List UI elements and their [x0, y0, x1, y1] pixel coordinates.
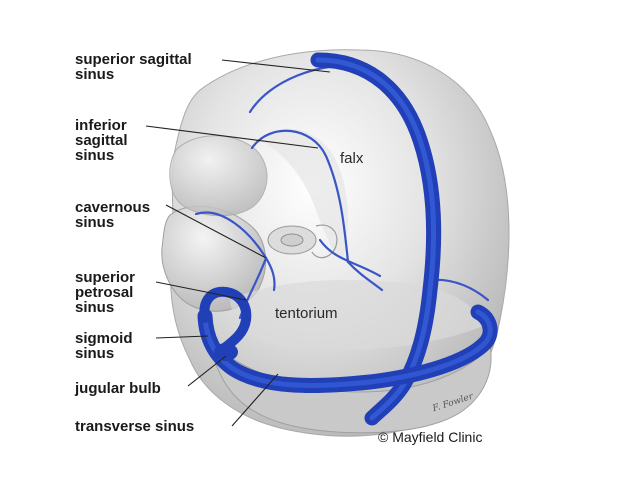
label-sigmoid-sinus: sigmoid sinus — [75, 330, 133, 362]
jugular-bulb — [214, 343, 238, 361]
sigmoid-sinus — [199, 286, 252, 355]
label-tentorium: tentorium — [275, 305, 338, 322]
label-superior-petrosal-sinus: superior petrosal sinus — [75, 269, 136, 316]
transverse-sinus-highlight — [202, 309, 493, 388]
superior-sagittal-sinus-highlight — [315, 57, 437, 421]
falx-membrane — [262, 128, 349, 262]
straight-vessel — [346, 260, 384, 292]
leader-lines — [145, 59, 331, 427]
leader-superior-petrosal — [155, 281, 247, 301]
leader-sigmoid — [155, 335, 209, 339]
label-superior-sagittal-sinus: superior sagittal sinus — [75, 51, 192, 83]
leader-inferior-sagittal — [145, 125, 319, 149]
leader-cavernous — [165, 204, 267, 259]
minor-vessels — [194, 64, 490, 320]
falx-vessel — [250, 129, 350, 264]
leader-superior-sagittal — [221, 59, 331, 73]
optic-structure — [311, 224, 338, 259]
label-inferior-sagittal-sinus: inferior sagittal sinus — [75, 117, 128, 164]
tentorial-vessel — [318, 238, 382, 278]
label-cavernous-sinus: cavernous sinus — [75, 199, 151, 231]
copyright-credit: © Mayfield Clinic — [378, 429, 483, 445]
leader-jugular-bulb — [187, 355, 227, 387]
label-falx: falx — [340, 150, 364, 167]
sella-inner — [280, 233, 304, 247]
label-transverse-sinus: transverse sinus — [75, 418, 195, 435]
frontal-lobe — [169, 135, 268, 217]
leader-transverse — [231, 373, 279, 427]
label-jugular-bulb: jugular bulb — [75, 380, 161, 397]
